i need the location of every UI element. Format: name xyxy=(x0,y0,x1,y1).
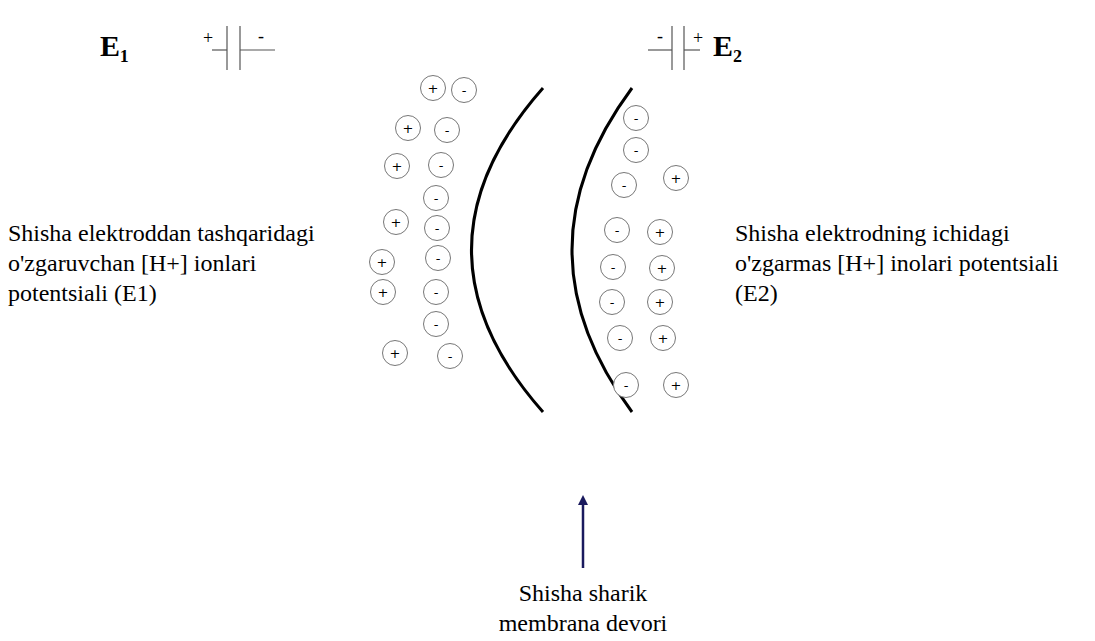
ion-circle: - xyxy=(599,289,625,315)
ion-sign: - xyxy=(611,261,616,274)
ion-circle: - xyxy=(423,311,449,337)
polarity-sign: - xyxy=(258,26,264,47)
ion-sign: - xyxy=(634,112,639,125)
ion-sign: + xyxy=(392,160,403,173)
ion-sign: - xyxy=(436,252,441,265)
ion-sign: + xyxy=(655,296,666,309)
ion-circle: + xyxy=(663,372,689,398)
ion-sign: - xyxy=(434,192,439,205)
ion-sign: - xyxy=(434,318,439,331)
ion-circle: - xyxy=(611,172,637,198)
ion-circle: + xyxy=(663,165,689,191)
battery-e2 xyxy=(648,26,700,70)
ion-circle: - xyxy=(607,325,633,351)
pointer-arrow xyxy=(582,500,585,568)
ion-sign: - xyxy=(624,379,629,392)
emf-label: E₁ xyxy=(100,28,129,63)
polarity-sign: + xyxy=(203,28,213,49)
ion-sign: + xyxy=(377,256,388,269)
ion-sign: - xyxy=(448,350,453,363)
inner-potential-label: Shisha elektrodning ichidagi o'zgarmas [… xyxy=(735,218,1085,308)
ion-circle: - xyxy=(423,279,449,305)
ion-sign: + xyxy=(390,347,401,360)
ion-sign: - xyxy=(462,84,467,97)
ion-sign: + xyxy=(378,286,389,299)
ion-sign: - xyxy=(435,222,440,235)
ion-sign: + xyxy=(658,332,669,345)
ion-sign: - xyxy=(439,159,444,172)
outer-membrane-wall xyxy=(472,88,544,412)
ion-circle: - xyxy=(424,215,450,241)
ion-sign: + xyxy=(655,226,666,239)
ion-circle: - xyxy=(604,217,630,243)
ion-circle: + xyxy=(647,289,673,315)
ion-sign: + xyxy=(403,122,414,135)
ion-circle: + xyxy=(369,249,395,275)
ion-circle: + xyxy=(650,325,676,351)
ion-sign: - xyxy=(615,224,620,237)
ion-circle: - xyxy=(437,343,463,369)
ion-circle: - xyxy=(434,117,460,143)
ion-sign: + xyxy=(428,82,439,95)
ion-sign: + xyxy=(391,216,402,229)
ion-circle: + xyxy=(382,340,408,366)
ion-circle: + xyxy=(383,209,409,235)
ion-circle: + xyxy=(649,255,675,281)
ion-sign: + xyxy=(671,379,682,392)
emf-label: E₂ xyxy=(713,28,742,63)
ion-sign: - xyxy=(618,332,623,345)
ion-circle: + xyxy=(370,279,396,305)
ion-circle: - xyxy=(425,245,451,271)
polarity-sign: - xyxy=(657,26,663,47)
ion-circle: - xyxy=(613,372,639,398)
ion-circle: - xyxy=(423,185,449,211)
ion-circle: + xyxy=(647,219,673,245)
ion-sign: - xyxy=(622,179,627,192)
ion-circle: + xyxy=(384,153,410,179)
ion-circle: + xyxy=(395,115,421,141)
ion-sign: + xyxy=(657,262,668,275)
membrane-wall-label: Shisha sharik membrana devori xyxy=(488,578,678,638)
ion-sign: - xyxy=(634,144,639,157)
ion-circle: - xyxy=(623,105,649,131)
ion-sign: - xyxy=(434,286,439,299)
ion-circle: - xyxy=(623,137,649,163)
ion-circle: - xyxy=(428,152,454,178)
ion-circle: - xyxy=(451,77,477,103)
ion-sign: - xyxy=(445,124,450,137)
battery-e1 xyxy=(212,26,275,70)
outer-potential-label: Shisha elektroddan tashqaridagi o'zgaruv… xyxy=(8,218,353,308)
ion-sign: - xyxy=(610,296,615,309)
ion-circle: - xyxy=(600,254,626,280)
inner-membrane-wall xyxy=(572,88,632,412)
polarity-sign: + xyxy=(693,28,703,49)
ion-sign: + xyxy=(671,172,682,185)
ion-circle: + xyxy=(420,75,446,101)
